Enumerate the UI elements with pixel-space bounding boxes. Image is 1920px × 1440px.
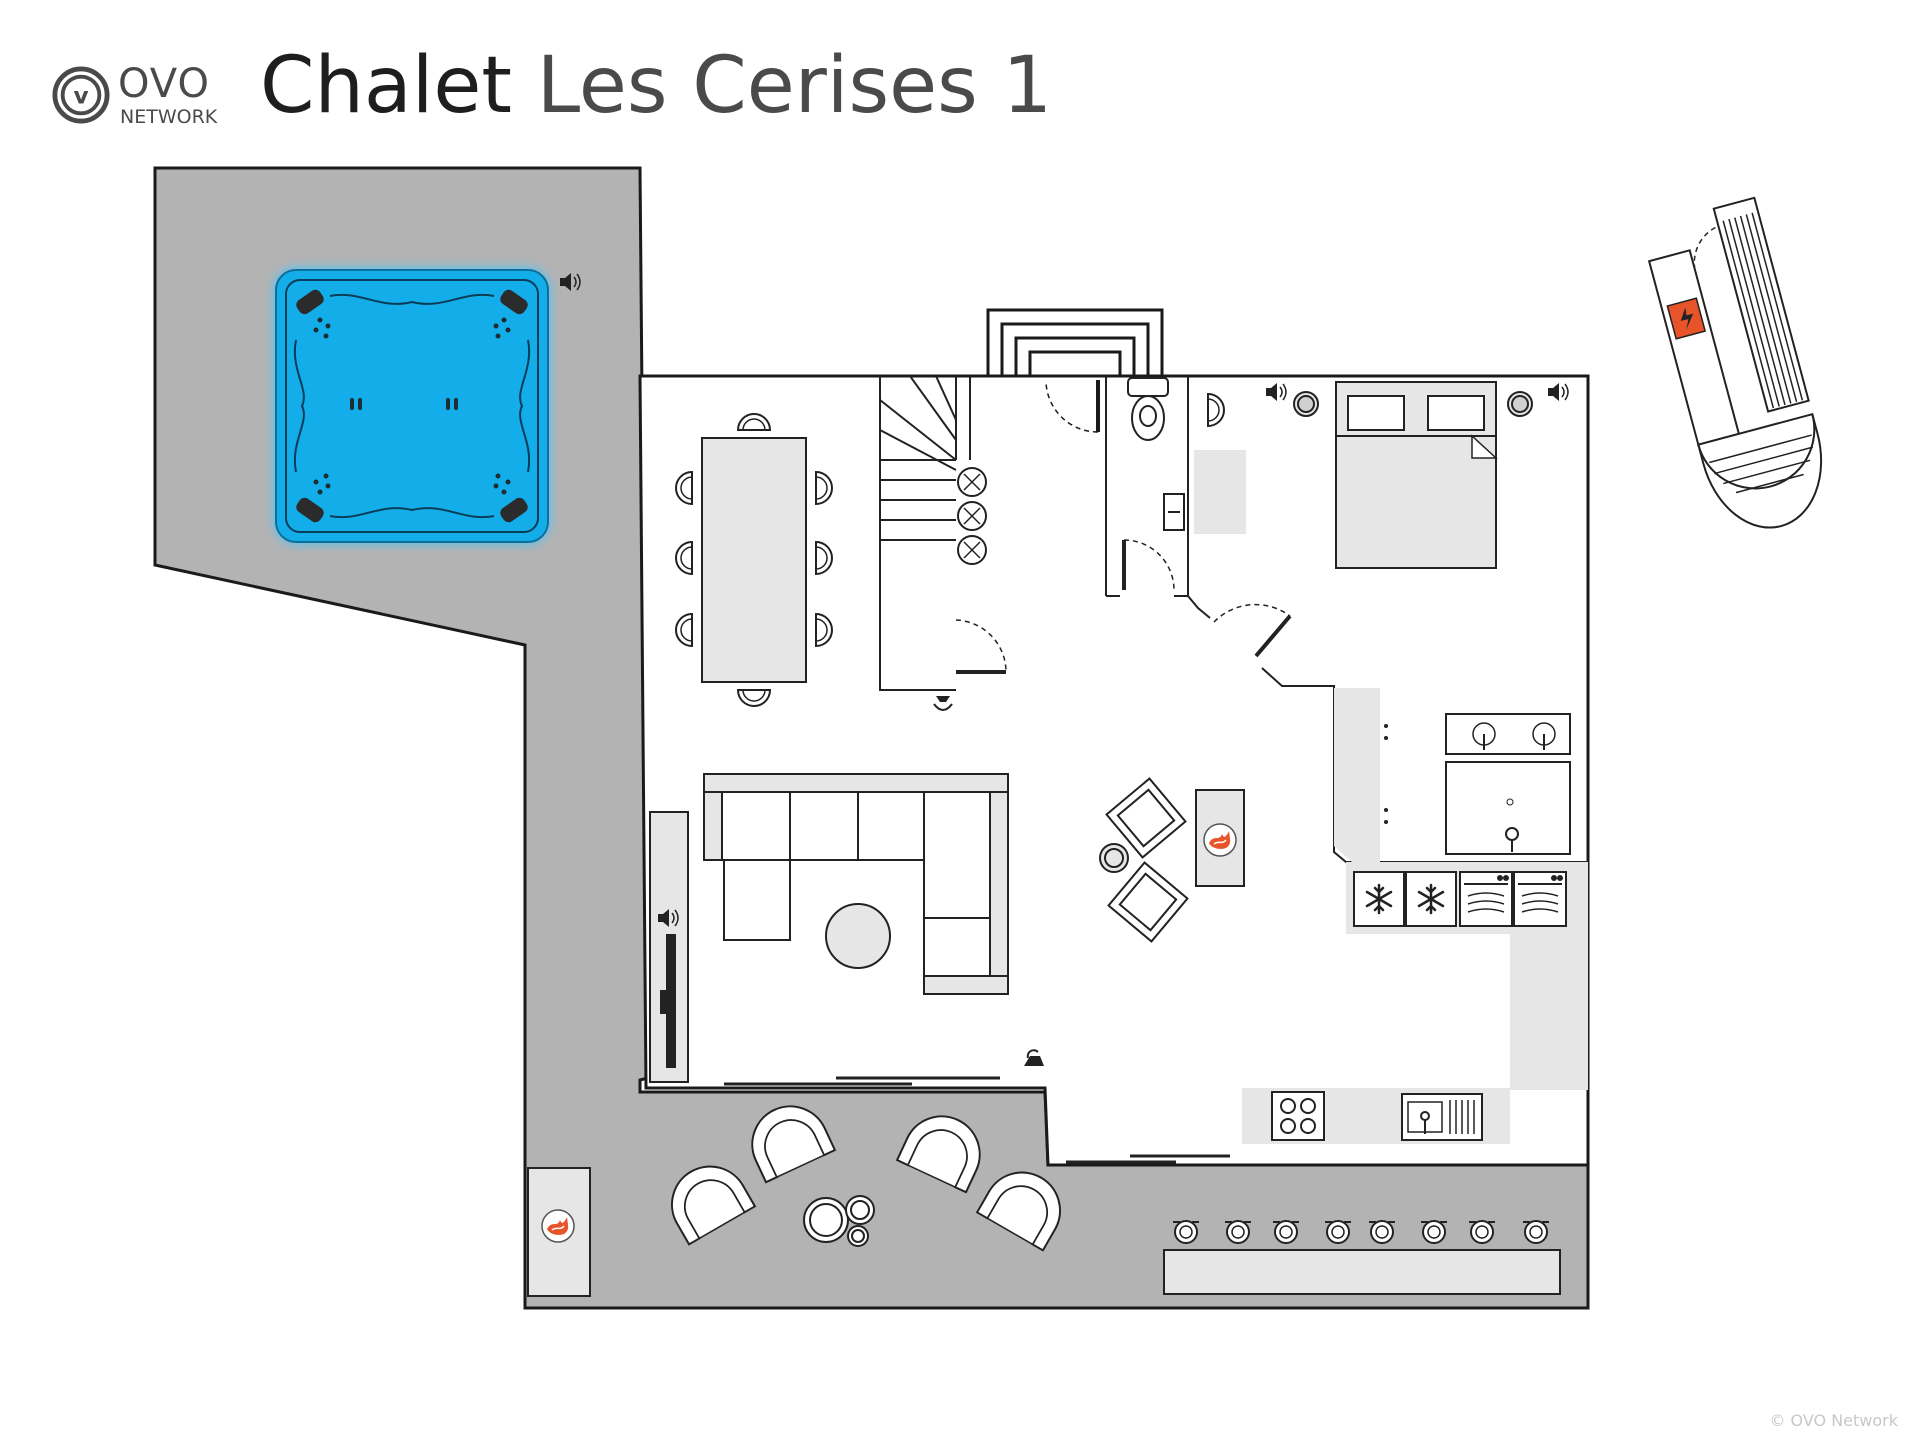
logo-sub: NETWORK xyxy=(120,106,218,128)
kitchen-sink-unit xyxy=(1445,713,1571,855)
coffee-table xyxy=(825,903,891,969)
header: v OVO NETWORK Chalet Les Cerises 1 xyxy=(0,0,1920,150)
house-interior xyxy=(638,374,1590,1167)
fireplace-living xyxy=(1195,789,1245,887)
ski-room-module xyxy=(1647,196,1823,529)
tv-unit xyxy=(649,811,689,1083)
dining-table xyxy=(675,413,833,707)
bathroom-door xyxy=(1122,539,1175,591)
toilet xyxy=(1127,377,1169,441)
armchairs xyxy=(1099,777,1189,943)
fireplace-icon xyxy=(541,1209,575,1243)
fireplace-icon xyxy=(1203,823,1237,857)
sliding-doors xyxy=(724,1076,1230,1164)
terrace-side-tables xyxy=(803,1195,875,1247)
double-bed xyxy=(1335,381,1498,569)
bedroom-door xyxy=(1213,603,1292,658)
hot-tub xyxy=(274,268,550,544)
logo-mark: v xyxy=(73,83,88,110)
bedside-tables xyxy=(1293,391,1533,417)
light-icon xyxy=(933,696,953,711)
ovens xyxy=(1459,871,1567,927)
bathroom-sink xyxy=(1163,450,1246,534)
outdoor-bar xyxy=(1163,1220,1561,1295)
bathroom xyxy=(1105,376,1189,597)
camera-icon xyxy=(1024,1049,1044,1066)
title-part2: Les Cerises 1 xyxy=(536,41,1053,131)
copyright-text: © OVO Network xyxy=(1769,1411,1898,1430)
page-title: Chalet Les Cerises 1 xyxy=(260,38,1052,134)
ovo-logo-icon: v xyxy=(52,66,110,124)
title-part1: Chalet xyxy=(260,41,512,131)
logo-word: OVO xyxy=(118,61,210,107)
wardrobe xyxy=(1334,688,1388,862)
sink xyxy=(1401,1093,1483,1141)
entrance-porch xyxy=(986,308,1164,376)
entrance-door xyxy=(1045,380,1100,433)
staircase xyxy=(879,375,971,691)
ovo-logo: v OVO NETWORK xyxy=(52,62,232,134)
understairs-door xyxy=(955,619,1007,674)
fridge-freezer xyxy=(1353,871,1457,927)
hob xyxy=(1271,1091,1325,1141)
fireplace-outdoor xyxy=(527,1167,591,1297)
ski-boot-dryers xyxy=(957,467,987,565)
corner-sofa xyxy=(703,773,1009,995)
